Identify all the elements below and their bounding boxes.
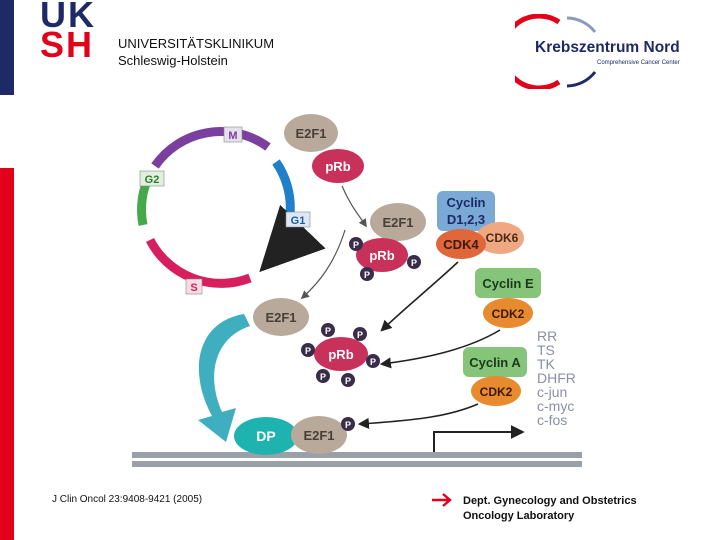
phase-g1-label: G1 bbox=[291, 215, 306, 227]
cyclin-e-protein bbox=[475, 268, 541, 298]
phase-g2-label: G2 bbox=[145, 174, 160, 186]
phase-s-label: S bbox=[190, 282, 197, 294]
e2f1-label-3: E2F1 bbox=[265, 310, 296, 325]
prb-label-1: pRb bbox=[325, 159, 350, 174]
institution-line-1: UNIVERSITÄTSKLINIKUM bbox=[118, 36, 275, 51]
arrow-cdk4-to-prb bbox=[380, 261, 459, 332]
e2f1-protein-4 bbox=[291, 416, 347, 454]
arrow-prb-to-phospho bbox=[341, 185, 367, 228]
cdk4-protein bbox=[436, 229, 486, 259]
phase-m-box bbox=[223, 126, 243, 143]
cdk2-label-1: CDK2 bbox=[492, 307, 525, 321]
arrow-cdk2a-to-e2f1 bbox=[357, 403, 479, 429]
phosphate-label: P bbox=[370, 357, 376, 367]
phase-g2-box bbox=[139, 170, 165, 187]
dept-line-2: Oncology Laboratory bbox=[463, 510, 575, 522]
translocation-arrow bbox=[198, 314, 250, 442]
institution-line-2: Schleswig-Holstein bbox=[118, 53, 228, 68]
e2f1-protein-1 bbox=[284, 114, 338, 152]
prb-protein-1 bbox=[312, 149, 364, 183]
e2f1-label-4: E2F1 bbox=[303, 428, 334, 443]
e2f1-protein-3 bbox=[253, 298, 309, 336]
cyclin-d-label-2: D1,2,3 bbox=[447, 212, 485, 227]
cdk6-protein bbox=[476, 222, 524, 254]
target-gene: c-myc bbox=[537, 398, 574, 414]
phase-m-label: M bbox=[228, 130, 237, 142]
e2f1-label-1: E2F1 bbox=[295, 126, 326, 141]
arc-s-phase bbox=[146, 237, 252, 288]
brand-bar-blue bbox=[0, 0, 14, 95]
partner-subtitle: Comprehensive Cancer Center bbox=[597, 60, 680, 66]
prb-protein-2 bbox=[356, 238, 408, 272]
phase-g1-box bbox=[285, 211, 311, 228]
dna-strand-top bbox=[132, 452, 582, 458]
brand-bar-red bbox=[0, 168, 14, 540]
phosphate-label: P bbox=[357, 330, 363, 340]
citation: J Clin Oncol 23:9408-9421 (2005) bbox=[52, 494, 203, 505]
logo-line-1: UK bbox=[40, 0, 96, 35]
target-gene: c-fos bbox=[537, 412, 567, 428]
phosphate-group-2: P P P bbox=[349, 237, 421, 281]
institution-name: UNIVERSITÄTSKLINIKUM Schleswig-Holstein bbox=[118, 35, 274, 69]
cdk2-protein-1 bbox=[483, 298, 533, 328]
prb-label-2: pRb bbox=[369, 248, 394, 263]
cdk4-label: CDK4 bbox=[443, 237, 479, 252]
arrow-ring-to-e2f1 bbox=[300, 229, 346, 300]
e2f1-label-2: E2F1 bbox=[382, 215, 413, 230]
phosphate-label: P bbox=[320, 372, 326, 382]
arc-m-phase bbox=[151, 127, 271, 169]
logo-line-2: SH bbox=[40, 24, 95, 65]
dp-protein bbox=[234, 417, 298, 455]
cyclin-e-label: Cyclin E bbox=[482, 276, 534, 291]
target-gene: TS bbox=[537, 342, 555, 358]
target-gene-list: RR TS TK DHFR c-jun c-myc c-fos bbox=[537, 328, 576, 428]
phosphate-label: P bbox=[353, 240, 359, 250]
prb-protein-3 bbox=[314, 337, 368, 371]
dna-strand-bottom bbox=[132, 461, 582, 467]
phosphate-label: P bbox=[411, 258, 417, 268]
partner-name: Krebszentrum Nord bbox=[535, 39, 680, 56]
cdk2-protein-2 bbox=[471, 376, 521, 406]
target-gene: c-jun bbox=[537, 384, 567, 400]
e2f1-protein-2 bbox=[370, 203, 426, 241]
prb-label-3: pRb bbox=[328, 347, 353, 362]
department-info: Dept. Gynecology and Obstetrics Oncology… bbox=[430, 493, 637, 524]
cdk2-label-2: CDK2 bbox=[480, 385, 513, 399]
cyclin-a-protein bbox=[463, 347, 527, 377]
cyclin-d-protein bbox=[437, 191, 495, 231]
dept-line-1: Dept. Gynecology and Obstetrics bbox=[463, 495, 637, 507]
phase-s-box bbox=[185, 278, 203, 295]
cdk6-label: CDK6 bbox=[486, 231, 519, 245]
cyclin-a-label: Cyclin A bbox=[469, 355, 521, 370]
phosphate-label: P bbox=[345, 420, 351, 430]
target-gene: DHFR bbox=[537, 370, 576, 386]
phosphate-group-3: P P P P P P bbox=[301, 323, 380, 387]
cell-cycle-ring: M G1 S G2 bbox=[137, 126, 326, 295]
target-gene: RR bbox=[537, 328, 557, 344]
target-gene: TK bbox=[537, 356, 556, 372]
red-arrow-icon bbox=[432, 493, 452, 507]
cyclin-d-label-1: Cyclin bbox=[446, 195, 485, 210]
phosphate-label: P bbox=[345, 376, 351, 386]
arrow-cdk2-to-prb bbox=[379, 329, 501, 369]
dp-label: DP bbox=[256, 428, 275, 444]
phosphate-label: P bbox=[325, 326, 331, 336]
phosphate-label: P bbox=[305, 346, 311, 356]
phosphate-bound bbox=[341, 417, 355, 431]
uksh-logo: UK SH bbox=[40, 0, 96, 65]
arrow-transcription bbox=[433, 425, 525, 452]
phosphate-label: P bbox=[364, 270, 370, 280]
